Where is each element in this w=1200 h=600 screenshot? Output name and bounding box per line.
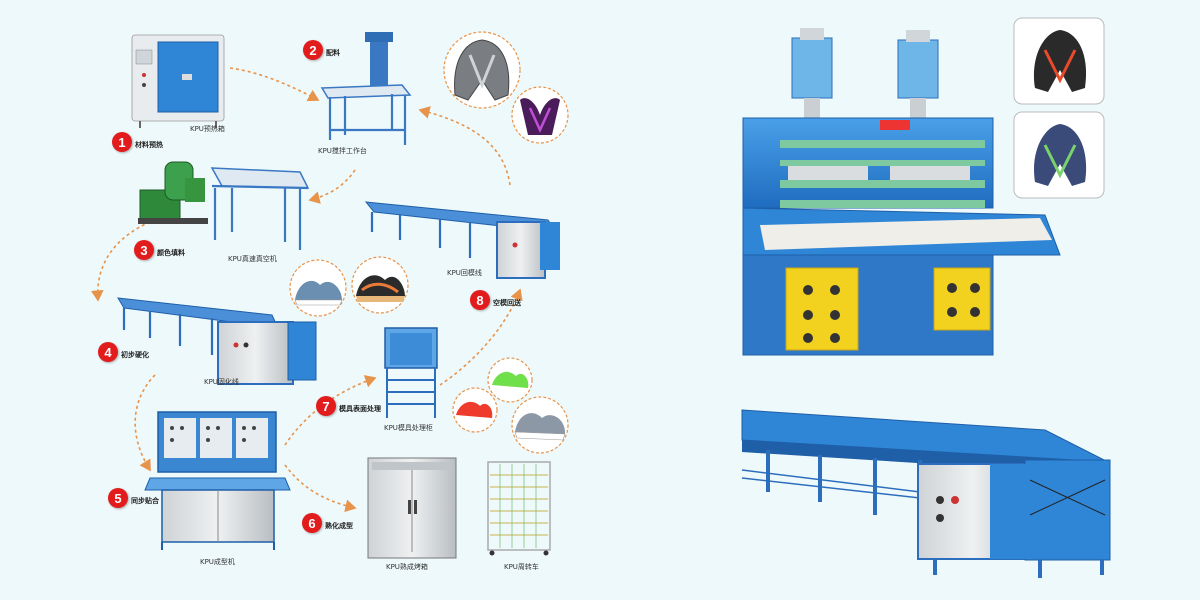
label-forming-machine: KPU成型机 — [200, 558, 235, 566]
turnover-cart — [487, 461, 551, 556]
vacuum-machine — [138, 161, 310, 250]
return-line — [364, 201, 560, 279]
label-mixing-table: KPU搅拌工作台 — [318, 147, 367, 155]
preheat-box — [131, 34, 225, 128]
label-vacuum-machine: KPU真速真空机 — [228, 255, 277, 263]
label-return-line: KPU回模线 — [447, 269, 482, 277]
press-cylinders — [791, 28, 939, 120]
shoe-upper-insets-top — [443, 31, 569, 144]
surface-treatment-rack — [384, 327, 438, 418]
label-curing-oven: KPU熟成烤箱 — [386, 563, 428, 571]
label-curing-line: KPU固化线 — [204, 378, 239, 386]
label-preheat-box: KPU预热箱 — [190, 125, 225, 133]
label-surface-rack: KPU模具处理柜 — [384, 424, 433, 432]
forming-machine-small — [144, 411, 291, 550]
label-turnover-cart: KPU周转车 — [504, 563, 539, 571]
mixing-table — [320, 32, 412, 145]
shoe-upper-thumbnails — [1013, 17, 1105, 199]
curing-oven — [367, 457, 457, 559]
kpu-press-machine — [742, 28, 1061, 356]
kpu-conveyor-line — [741, 409, 1111, 578]
shoe-insets-middle — [289, 256, 409, 317]
curing-line — [117, 297, 317, 385]
shoe-insets-right — [452, 357, 569, 454]
